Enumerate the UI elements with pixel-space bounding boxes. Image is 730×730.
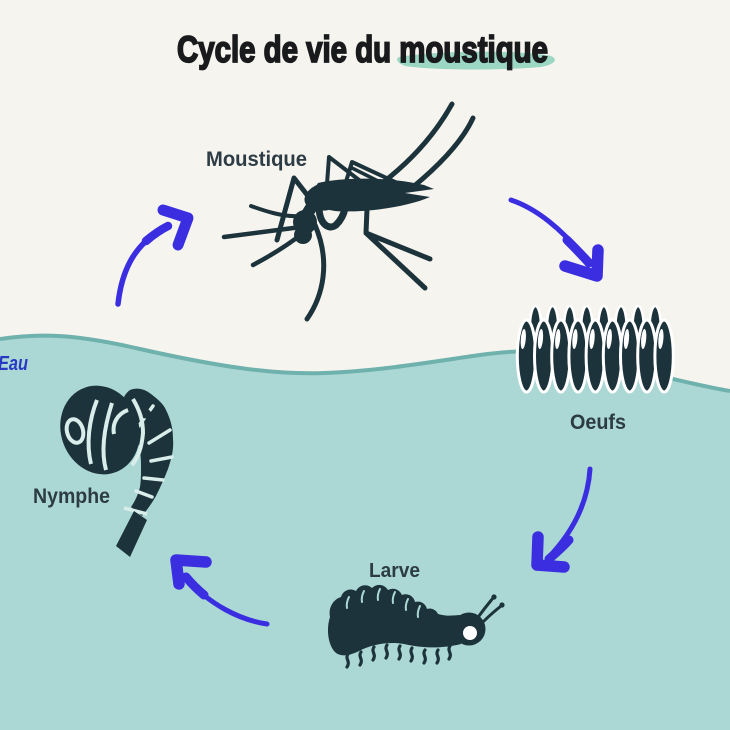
svg-text:Larve: Larve [369,560,420,582]
svg-text:Oeufs: Oeufs [570,411,626,434]
svg-text:Moustique: Moustique [206,148,307,171]
svg-text:Nymphe: Nymphe [33,485,110,508]
svg-text:Eau: Eau [0,353,28,375]
svg-text:Cycle de vie du moustique: Cycle de vie du moustique [177,29,548,70]
